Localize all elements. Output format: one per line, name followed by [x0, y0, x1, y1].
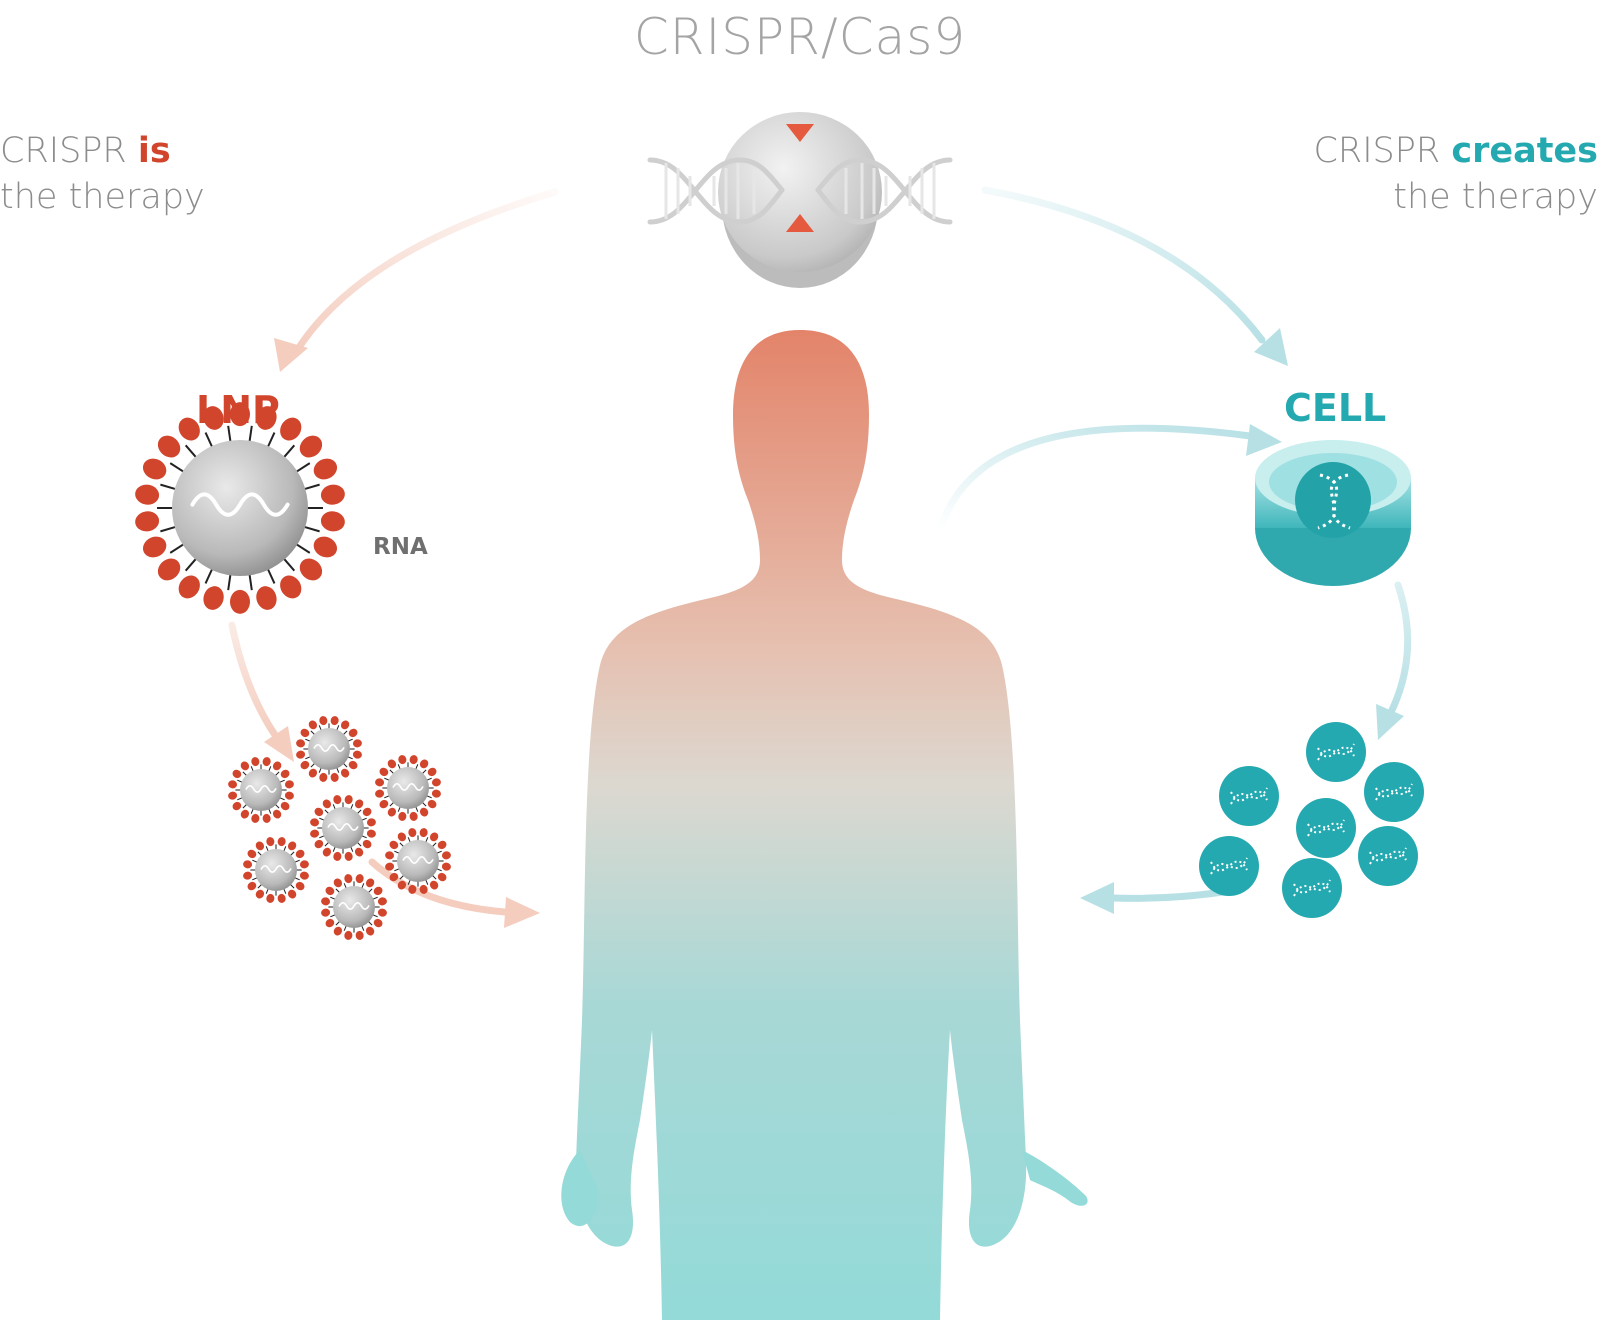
lnp-particle [385, 828, 451, 894]
lnp-particle [321, 874, 387, 940]
lnp-particle [375, 755, 441, 821]
arrow-crispr-to-lnp [274, 188, 559, 372]
right-caption-prefix: CRISPR [1313, 131, 1452, 171]
human-silhouette-icon [561, 330, 1088, 1320]
arrow-body-to-cell [936, 424, 1282, 534]
rna-label: RNA [373, 534, 428, 560]
lnp-particle [228, 757, 294, 823]
dna-double-helix-icon [647, 112, 953, 288]
lnp-particle [310, 795, 376, 861]
page-title: CRISPR/Cas9 [633, 8, 967, 66]
lnp-particle [296, 716, 362, 782]
arrow-lnp-to-particles [228, 621, 294, 762]
lipid-nanoparticle-icon [135, 402, 345, 614]
right-caption-emphasis: creates [1451, 131, 1598, 171]
right-caption-line2: the therapy [1393, 177, 1598, 217]
lnp-particle-group [228, 716, 451, 940]
edited-cell-icon [1282, 858, 1342, 918]
edited-cell-icon [1199, 836, 1259, 896]
edited-cell-icon [1296, 798, 1356, 858]
petri-dish-icon [1255, 440, 1411, 586]
left-caption-prefix: CRISPR [0, 131, 138, 171]
arrow-crispr-to-cell [981, 186, 1288, 366]
right-caption: CRISPR creates the therapy [1313, 128, 1598, 220]
left-caption-emphasis: is [137, 131, 171, 171]
lnp-particle [135, 402, 345, 614]
edited-cell-icon [1358, 826, 1418, 886]
lnp-particle [243, 837, 309, 903]
arrow-cell-to-cells [1376, 581, 1412, 740]
edited-cell-icon [1364, 762, 1424, 822]
edited-cell-icon [1306, 722, 1366, 782]
edited-cell-icon [1219, 766, 1279, 826]
cell-label: CELL [1284, 386, 1387, 430]
arrow-particles-to-body [368, 858, 540, 928]
edited-cell-group [1199, 722, 1424, 918]
lnp-label: LNP [196, 388, 280, 432]
left-caption: CRISPR is the therapy [0, 128, 205, 220]
left-caption-line2: the therapy [0, 177, 205, 217]
